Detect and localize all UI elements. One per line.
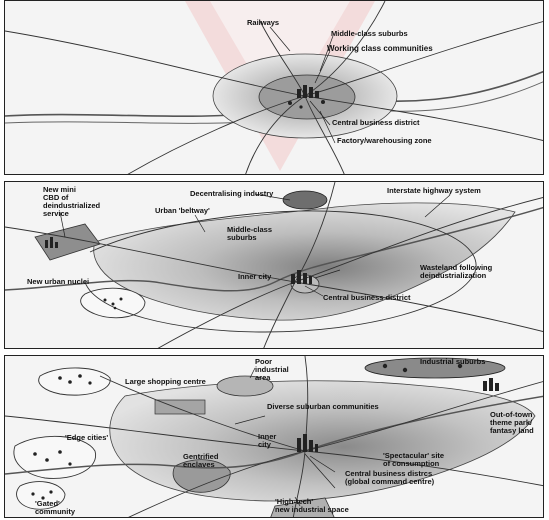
label-inner-city: Inner city — [238, 273, 271, 281]
label-gentrified-enclaves: Gentrified enclaves — [183, 453, 218, 469]
label-edge-cities: 'Edge cities' — [65, 434, 108, 442]
label-high-tech: 'High-tech' new industrial space — [275, 498, 349, 514]
label-central-business-district: Central business district — [323, 294, 411, 302]
panel-postmodern-city: Poor industrial area Industrial suburbs … — [4, 355, 544, 518]
label-new-mini-cbd: New mini CBD of deindustrialized service — [43, 186, 100, 218]
label-industrial-suburbs: Industrial suburbs — [420, 358, 485, 366]
panel1-map — [5, 1, 544, 175]
label-cbd-global: Central business distrcs (global command… — [345, 470, 434, 486]
label-factory-warehousing-zone: Factory/warehousing zone — [337, 137, 432, 145]
label-urban-beltway: Urban 'beltway' — [155, 207, 210, 215]
edge-city-1 — [39, 368, 111, 395]
label-poor-industrial-area: Poor industrial area — [255, 358, 289, 382]
urban-area — [110, 381, 535, 501]
label-railways: Railways — [247, 19, 279, 27]
label-inner-city: Inner city — [258, 433, 276, 449]
label-diverse-suburban-communities: Diverse suburban communities — [267, 403, 379, 411]
panel-industrial-city: Railways Middle-class suburbs Working cl… — [4, 0, 544, 175]
label-middle-class-suburbs: Middle-class suburbs — [227, 226, 272, 242]
label-middle-class-suburbs: Middle-class suburbs — [331, 30, 408, 38]
panel-post-industrial-city: New mini CBD of deindustrialized service… — [4, 181, 544, 349]
label-interstate-highway-system: Interstate highway system — [387, 187, 481, 195]
label-spectacular-site: 'Spectacular' site of consumption — [383, 452, 444, 468]
label-new-urban-nuclei: New urban nuclei — [27, 278, 89, 286]
label-out-of-town-theme-park: Out-of-town theme park/ fantasy land — [490, 411, 534, 435]
label-working-class-communities: Working class communities — [327, 45, 433, 53]
label-decentralising-industry: Decentralising industry — [190, 190, 273, 198]
label-central-business-district: Central business district — [332, 119, 420, 127]
urban-area — [94, 203, 515, 320]
label-large-shopping-centre: Large shopping centre — [125, 378, 206, 386]
label-gated-community: 'Gated' community — [35, 500, 75, 516]
label-wasteland: Wasteland following deindustrialization — [420, 264, 492, 280]
